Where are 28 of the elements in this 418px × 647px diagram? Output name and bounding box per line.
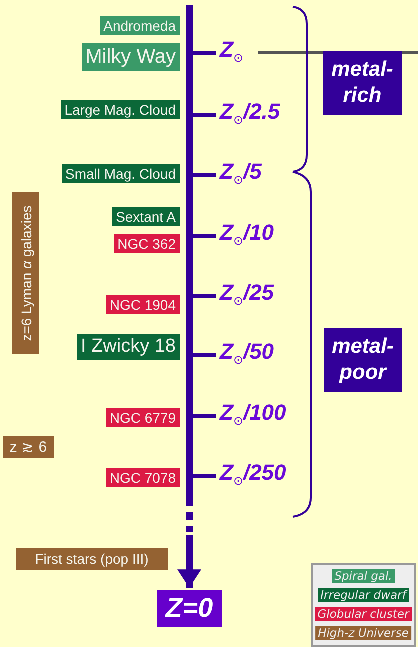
metallicity-value: Z$_{⊙}$/50: [220, 339, 274, 367]
galaxy-label: Andromeda: [100, 16, 180, 35]
metallicity-range-label: metal-poor: [324, 328, 402, 392]
metallicity-value: Z$_{⊙}$/2.5: [220, 99, 280, 127]
metallicity-value: Z$_{⊙}$/10: [220, 220, 274, 248]
galaxy-label: Large Mag. Cloud: [60, 100, 180, 119]
legend-label: Irregular dwarf: [318, 588, 410, 602]
galaxy-label: Milky Way: [82, 43, 180, 71]
legend-label: Globular cluster: [314, 607, 412, 621]
legend-label: Spiral gal.: [332, 569, 396, 583]
metallicity-value: Z$_{⊙}$/100: [220, 400, 286, 428]
metallicity-range-label: metal-rich: [323, 51, 402, 115]
epoch-label: z=6 Lyman α galaxies: [12, 192, 39, 354]
cluster-label: NGC 7078: [106, 468, 180, 487]
metallicity-value: Z$_{⊙}$/25: [220, 280, 274, 308]
epoch-label: z ≳ 6: [3, 436, 54, 458]
cluster-label: NGC 6779: [106, 408, 180, 427]
zero-metallicity-label: Z=0: [157, 590, 222, 627]
metallicity-value: Z$_{⊙}$: [220, 37, 244, 65]
cluster-label: NGC 362: [114, 234, 180, 253]
epoch-label: First stars (pop III): [16, 548, 168, 570]
cluster-label: NGC 1904: [106, 295, 180, 314]
metallicity-value: Z$_{⊙}$/5: [220, 159, 262, 187]
galaxy-label: Sextant A: [112, 207, 180, 226]
legend-label: High-z Universe: [315, 626, 412, 640]
galaxy-label: I Zwicky 18: [76, 334, 180, 360]
metallicity-value: Z$_{⊙}$/250: [220, 460, 286, 488]
galaxy-label: Small Mag. Cloud: [62, 164, 180, 183]
